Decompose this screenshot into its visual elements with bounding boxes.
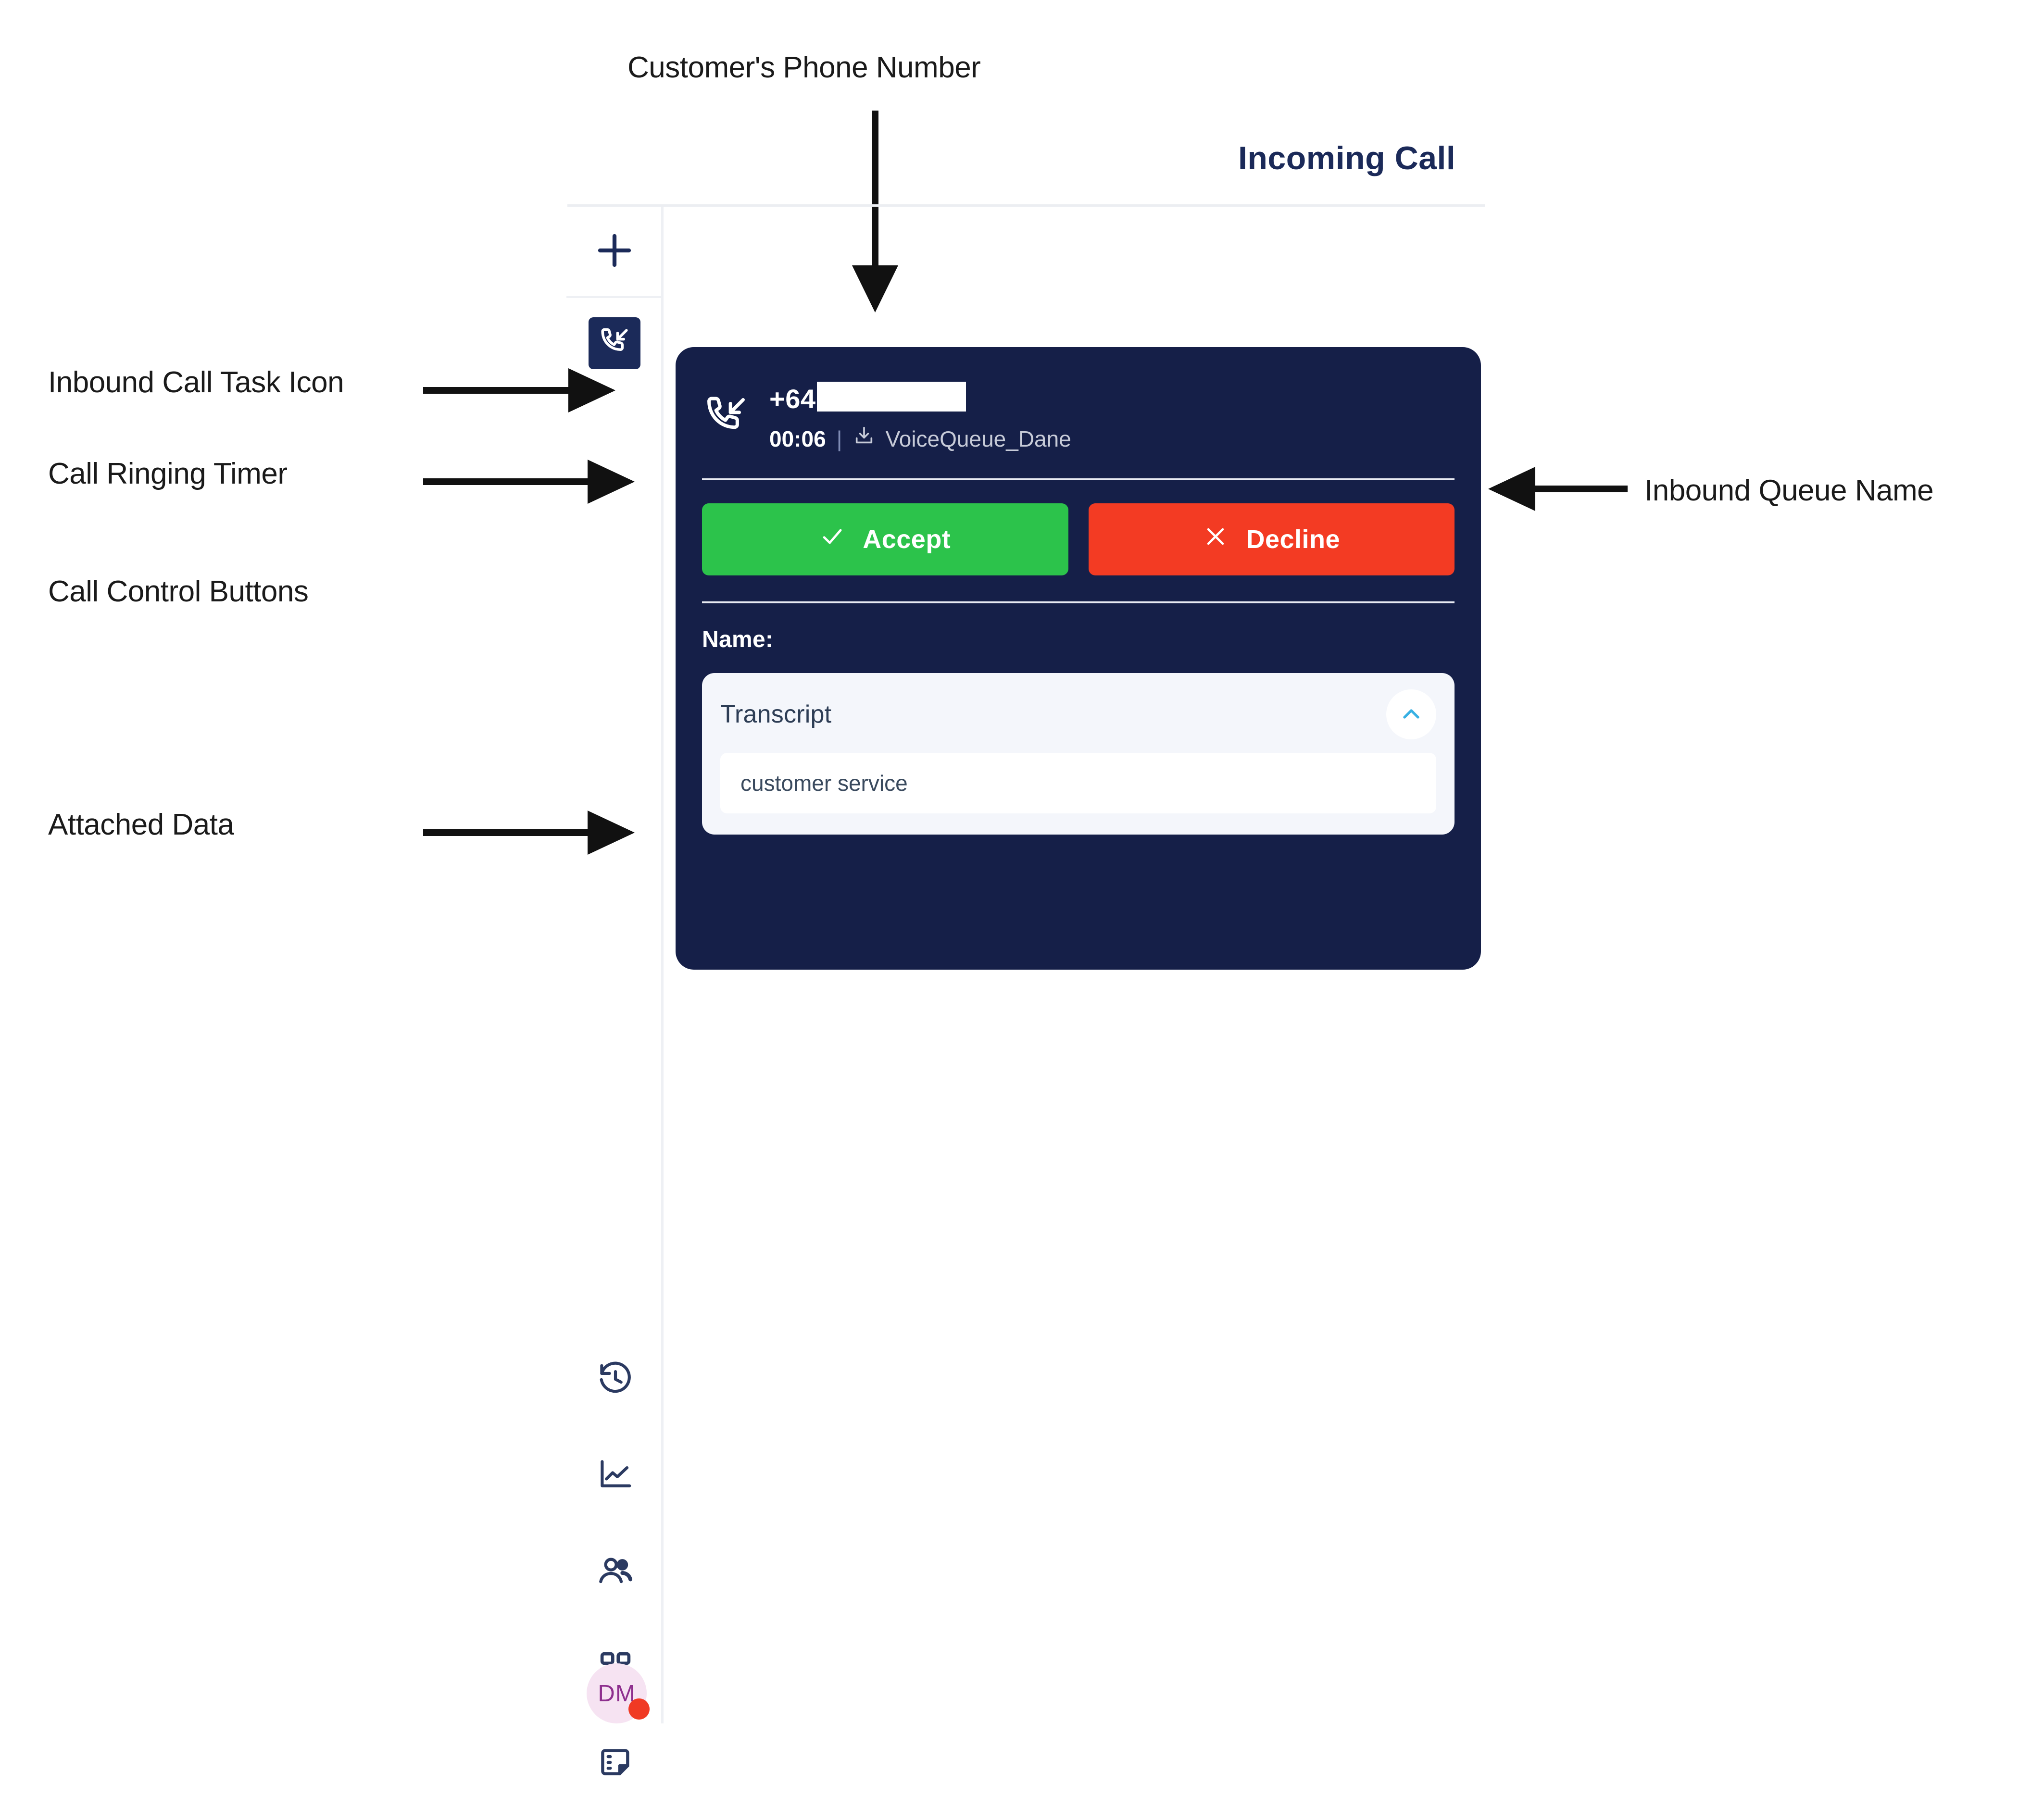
- annotation-label-inbound-queue-name: Inbound Queue Name: [1644, 474, 1934, 507]
- customer-phone-number: +64: [769, 381, 1071, 414]
- contacts-icon: [596, 1552, 635, 1593]
- annotation-label-attached-data: Attached Data: [48, 808, 234, 841]
- annotation-label-call-control-buttons: Call Control Buttons: [48, 575, 309, 608]
- rail-bottom-nav: [567, 1356, 664, 1788]
- attached-data-value: customer service: [720, 753, 1436, 813]
- history-icon: [597, 1360, 634, 1400]
- divider-bottom: [702, 601, 1455, 603]
- sidebar-item-notes[interactable]: [589, 1740, 642, 1788]
- accept-button-label: Accept: [863, 525, 951, 554]
- call-ringing-timer: 00:06: [769, 426, 826, 451]
- divider-top: [702, 478, 1455, 480]
- plus-icon: [593, 229, 636, 274]
- inbound-call-icon: [598, 325, 631, 362]
- close-icon: [1203, 524, 1229, 556]
- decline-button-label: Decline: [1246, 525, 1341, 554]
- sidebar-item-history[interactable]: [589, 1356, 642, 1404]
- collapse-transcript-button[interactable]: [1386, 689, 1436, 739]
- annotation-arrow-attached-data: [423, 811, 635, 855]
- phone-number-redaction: [816, 381, 966, 412]
- inbound-call-icon: [702, 393, 750, 443]
- attached-name-label: Name:: [702, 627, 774, 652]
- sidebar-item-inbound-call-task[interactable]: [588, 317, 640, 369]
- annotation-label-call-ringing-timer: Call Ringing Timer: [48, 457, 288, 490]
- annotation-label-customers-phone-number: Customer's Phone Number: [627, 51, 981, 84]
- meta-separator: |: [836, 426, 842, 451]
- sidebar-item-insights[interactable]: [589, 1452, 642, 1500]
- notes-icon: [597, 1745, 634, 1784]
- attached-data-title: Transcript: [720, 700, 832, 728]
- call-meta-row: 00:06 | VoiceQueue_Dane: [769, 425, 1071, 452]
- incoming-call-card: +64 00:06 | VoiceQueue_Dane: [676, 347, 1481, 970]
- call-control-buttons: Accept Decline: [702, 480, 1455, 575]
- line-chart-icon: [597, 1456, 634, 1496]
- phone-number-prefix: +64: [769, 384, 816, 414]
- app-panel: [567, 204, 1485, 1724]
- decline-button[interactable]: Decline: [1088, 503, 1455, 575]
- attached-data-header: Transcript: [720, 689, 1436, 739]
- annotation-arrow-inbound-queue-name: [1488, 467, 1628, 511]
- call-card-header: +64 00:06 | VoiceQueue_Dane: [702, 347, 1455, 452]
- chevron-up-icon: [1398, 700, 1425, 729]
- avatar-initials: DM: [587, 1663, 647, 1723]
- avatar[interactable]: DM: [587, 1663, 650, 1723]
- inbound-queue-name: VoiceQueue_Dane: [885, 426, 1071, 451]
- annotation-arrow-inbound-call-task-icon: [423, 368, 615, 412]
- sidebar-item-contacts[interactable]: [589, 1548, 642, 1596]
- add-task-button[interactable]: [566, 207, 663, 298]
- left-rail: DM: [566, 207, 664, 1775]
- download-icon: [853, 425, 875, 452]
- annotation-arrow-call-ringing-timer: [423, 460, 635, 504]
- attached-data-panel: Transcript customer service: [702, 673, 1455, 835]
- task-list: [566, 298, 663, 369]
- accept-button[interactable]: Accept: [702, 503, 1068, 575]
- annotation-arrow-customers-phone-number: [852, 111, 898, 312]
- page-title: Incoming Call: [1238, 140, 1456, 176]
- check-icon: [819, 524, 845, 556]
- annotation-label-inbound-call-task-icon: Inbound Call Task Icon: [48, 366, 344, 399]
- status-badge: [628, 1698, 650, 1720]
